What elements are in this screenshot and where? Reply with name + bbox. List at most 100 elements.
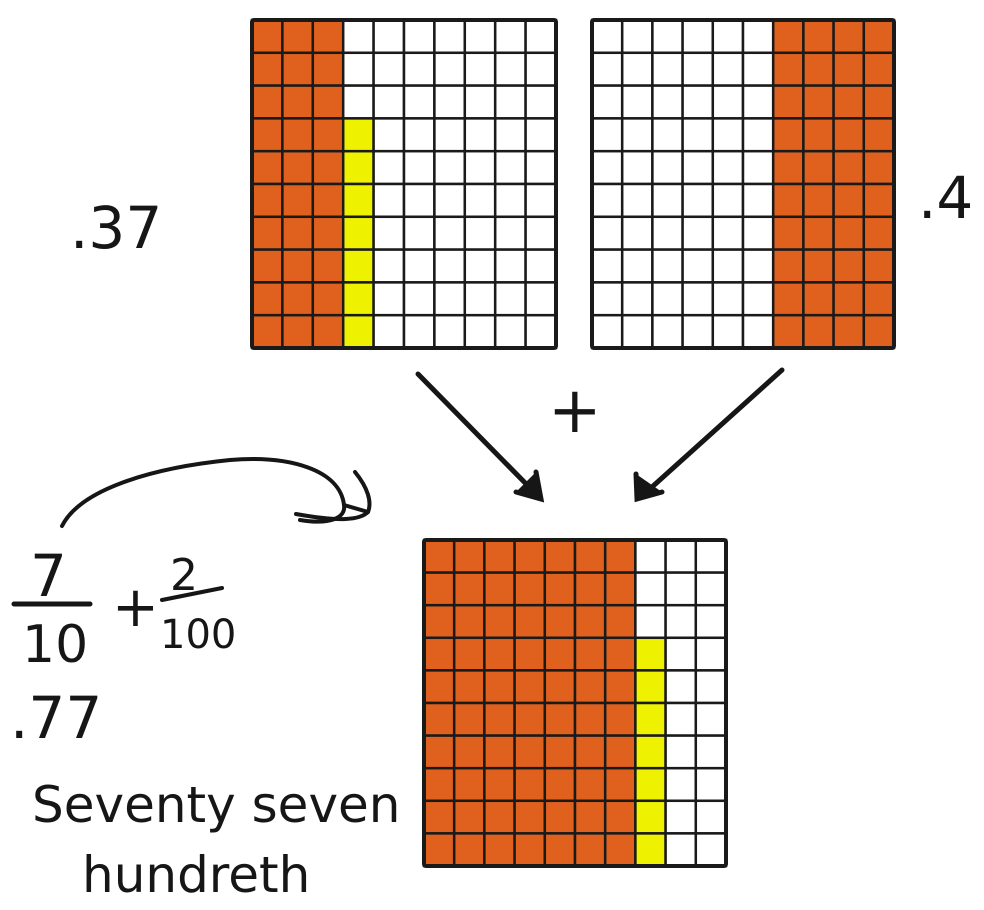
grid-square — [493, 248, 527, 284]
grid-square — [620, 313, 654, 350]
grid-square — [452, 734, 486, 770]
grid-square — [543, 766, 577, 803]
grid-square — [452, 766, 486, 803]
grid-square — [862, 18, 896, 55]
grid-square — [771, 149, 805, 186]
grid-square — [694, 669, 728, 705]
grid-square — [741, 18, 775, 55]
grid-square — [590, 149, 624, 186]
sum-value-label: .77 — [10, 684, 102, 752]
grid-square — [513, 538, 547, 574]
grid-square — [341, 281, 375, 317]
grid-square — [573, 734, 607, 770]
grid-square — [422, 571, 456, 607]
grid-square — [590, 313, 624, 350]
grid-square — [711, 18, 745, 55]
grid-square — [452, 701, 486, 737]
grid-border — [590, 18, 896, 350]
grid-square — [573, 603, 607, 640]
grid-square — [311, 18, 345, 55]
grid-square — [590, 248, 624, 284]
grid-square — [603, 734, 637, 770]
grid-square — [422, 734, 456, 770]
grid-square — [452, 669, 486, 705]
fraction-tenths-numerator: 7 — [30, 542, 67, 610]
grid-square — [463, 51, 497, 87]
grid-square — [651, 281, 684, 317]
grid-square — [603, 603, 637, 640]
grid-square — [493, 51, 527, 87]
grid-square — [741, 281, 775, 317]
grid-square — [524, 215, 558, 251]
grid-square — [543, 832, 577, 868]
grid-square — [483, 832, 516, 868]
grid-square — [832, 215, 866, 251]
grid-square — [250, 18, 284, 55]
grid-square — [590, 215, 624, 251]
grid-square — [463, 149, 497, 186]
grid-square — [832, 182, 866, 219]
grid-square — [771, 215, 805, 251]
grid-square — [402, 149, 436, 186]
grid-square — [681, 248, 715, 284]
grid-square — [543, 603, 577, 640]
grid-square — [634, 636, 667, 672]
grid-square — [402, 18, 436, 55]
grid-square — [513, 571, 547, 607]
grid-square — [620, 215, 654, 251]
arrow-left-to-sum — [415, 371, 545, 503]
grid-square — [524, 313, 558, 350]
grid-square — [664, 669, 698, 705]
grid-square — [311, 215, 345, 251]
grid-square — [311, 313, 345, 350]
grid-square — [372, 313, 406, 350]
grid-square — [741, 215, 775, 251]
fraction-hundredths-denominator: 100 — [160, 612, 236, 658]
grid-square — [250, 281, 284, 317]
grid-square — [620, 117, 654, 153]
grid-square — [493, 149, 527, 186]
grid-square — [711, 51, 745, 87]
grid-square — [634, 766, 667, 803]
grid-square — [372, 248, 406, 284]
grid-square — [862, 51, 896, 87]
sum-words-line2: hundreth — [82, 846, 310, 904]
grid-square — [620, 248, 654, 284]
grid-square — [711, 84, 745, 120]
grid-square — [802, 149, 835, 186]
grid-square — [452, 603, 486, 640]
grid-square — [341, 18, 375, 55]
grid-square — [281, 281, 315, 317]
grid-square — [620, 182, 654, 219]
fraction-tenths-denominator: 10 — [22, 615, 88, 675]
grid-square — [341, 84, 375, 120]
grid-square — [524, 84, 558, 120]
grid-square — [433, 84, 467, 120]
grid-square — [311, 281, 345, 317]
grid-square — [771, 182, 805, 219]
grid-square — [603, 571, 637, 607]
grid-square — [664, 799, 698, 835]
grid-square — [463, 215, 497, 251]
grid-square — [802, 182, 835, 219]
grid-square — [524, 117, 558, 153]
regroup-curve-arrow — [60, 457, 372, 528]
grid-square — [250, 51, 284, 87]
grid-square — [651, 51, 684, 87]
grid-square — [573, 538, 607, 574]
grid-square — [590, 18, 624, 55]
grid-square — [311, 149, 345, 186]
grid-square — [543, 799, 577, 835]
grid-square — [802, 18, 835, 55]
grid-square — [651, 18, 684, 55]
grid-square — [372, 84, 406, 120]
grid-square — [422, 799, 456, 835]
grid-square — [422, 538, 456, 574]
grid-square — [543, 571, 577, 607]
grid-square — [634, 571, 667, 607]
grid-square — [603, 636, 637, 672]
grid-square — [694, 701, 728, 737]
grid-square — [802, 84, 835, 120]
grid-square — [493, 313, 527, 350]
grid-square — [483, 799, 516, 835]
